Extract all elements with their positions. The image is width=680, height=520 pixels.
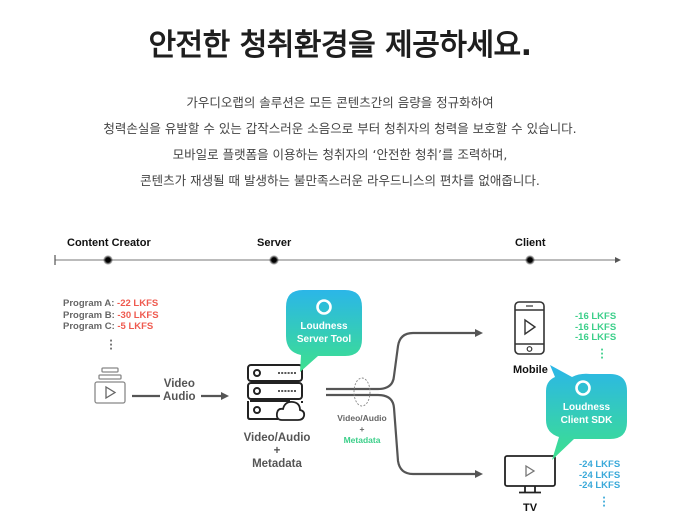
stream-lines [326,329,483,478]
program-ellipsis: ··· [109,336,113,355]
timeline [54,255,621,265]
description-line: 콘텐츠가 재생될 때 발생하는 불만족스러운 라우드니스의 편차를 없애줍니다. [140,173,540,188]
loudness-value: -24 LKFS [579,480,621,491]
gaudio-logo-icon [316,299,332,315]
stage-label-server: Server [257,237,292,249]
description-line: 청력손실을 유발할 수 있는 갑작스러운 소음으로 부터 청취자의 청력을 보호… [103,121,577,136]
server-bubble-text: Loudness Server Tool [296,321,352,345]
program-item: Program B: -30 LKFS [63,309,159,321]
tv-ellipsis: ··· [602,493,606,512]
arrow-to-server [132,392,229,400]
device-label-tv: TV [523,502,538,514]
mobile-phone-icon [514,301,545,355]
loudness-value: -24 LKFS [579,469,621,481]
tv-loudness-values: -24 LKFS -24 LKFS -24 LKFS [579,459,621,492]
cloud-icon [275,400,306,421]
program-list: Program A: -22 LKFS Program B: -30 LKFS … [63,298,159,333]
program-loudness: -30 LKFS [117,309,159,321]
timeline-dot-client [525,255,535,265]
tv-icon [504,455,556,494]
loudness-value: -16 LKFS [575,332,617,343]
description-line: 모바일로 플랫폼을 이용하는 청취자의 ‘안전한 청취’를 조력하며, [172,147,508,162]
device-label-mobile: Mobile [513,364,548,376]
loudness-value: -16 LKFS [575,311,617,322]
client-bubble-text: Loudness Client SDK [560,402,613,426]
stage-label-client: Client [515,237,546,249]
mobile-ellipsis: ··· [600,345,604,364]
stage-label-content-creator: Content Creator [67,237,151,249]
video-audio-label: Video Audio [163,378,196,403]
loudness-client-sdk-bubble [546,365,627,460]
program-loudness: -22 LKFS [117,298,159,309]
loudness-value: -24 LKFS [579,459,621,470]
gaudio-logo-icon [575,380,591,396]
metadata-label: Metadata [343,435,381,445]
video-stack-icon [94,367,126,404]
mobile-loudness-values: -16 LKFS -16 LKFS -16 LKFS [575,311,617,344]
loudness-value: -16 LKFS [575,321,617,333]
description: 가우디오랩의 솔루션은 모든 콘텐츠간의 음량을 정규화하여 청력손실을 유발할… [0,90,680,194]
program-loudness: -5 LKFS [117,321,154,332]
server-output-label: Video/Audio + Metadata [243,432,311,470]
program-item: Program A: -22 LKFS [63,298,159,309]
loudness-server-tool-bubble [286,290,362,372]
timeline-dot-server [269,255,279,265]
program-item: Program C: -5 LKFS [63,321,154,332]
server-icon [247,364,306,421]
description-line: 가우디오랩의 솔루션은 모든 콘텐츠간의 음량을 정규화하여 [186,95,494,110]
stream-label: Video/Audio + Metadata [332,413,392,446]
page-title: 안전한 청취환경을 제공하세요. [148,28,532,63]
stream-ellipse [353,377,371,407]
timeline-arrow-head [615,257,621,263]
timeline-dot-content-creator [103,255,113,265]
